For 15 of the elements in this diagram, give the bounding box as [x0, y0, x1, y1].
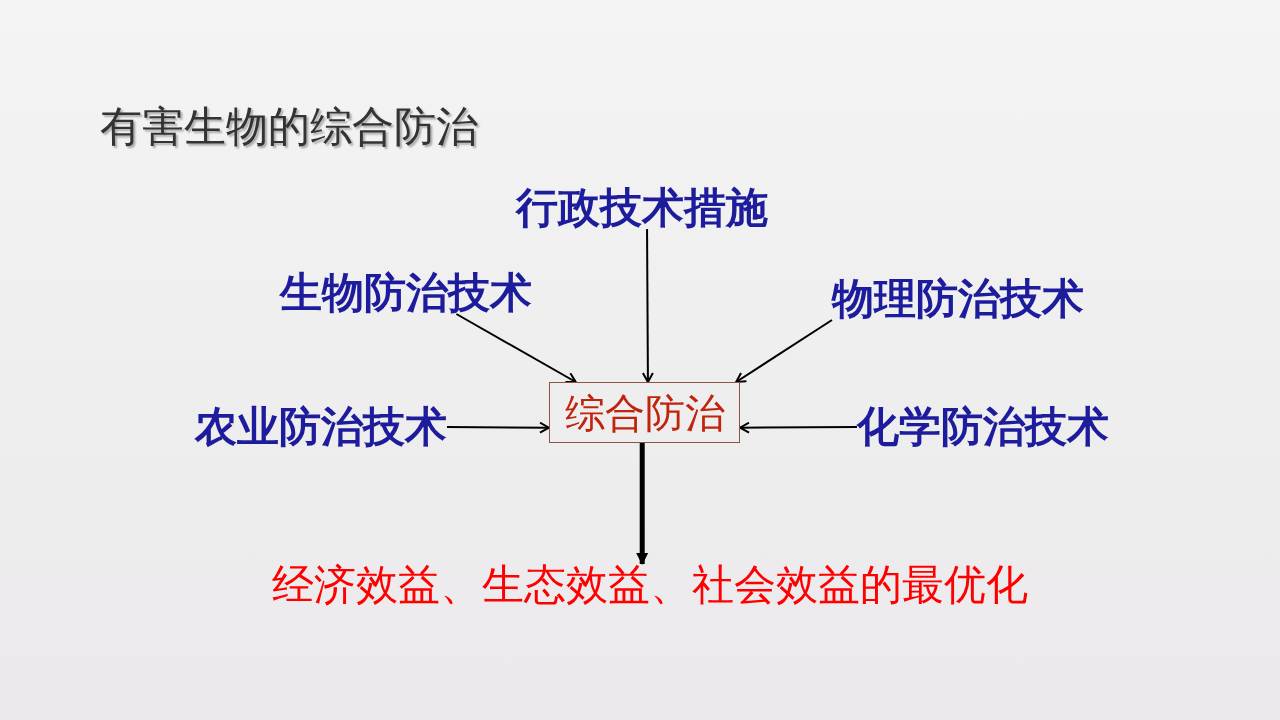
arrow: [641, 228, 654, 383]
arrow: [446, 421, 550, 434]
result-text: 经济效益、生态效益、社会效益的最优化: [272, 564, 1028, 606]
arrow: [455, 313, 577, 383]
arrow: [735, 319, 833, 383]
arrow: [636, 443, 649, 565]
arrow: [739, 421, 858, 434]
method-label: 行政技术措施: [516, 187, 768, 229]
process-box: [549, 382, 740, 443]
slide-title: 有害生物的综合防治: [100, 106, 478, 148]
box-label: 综合防治: [564, 392, 725, 433]
method-label: 物理防治技术: [832, 278, 1084, 320]
method-label: 化学防治技术: [857, 406, 1109, 448]
method-label: 生物防治技术: [280, 272, 532, 314]
method-label: 农业防治技术: [195, 406, 447, 448]
